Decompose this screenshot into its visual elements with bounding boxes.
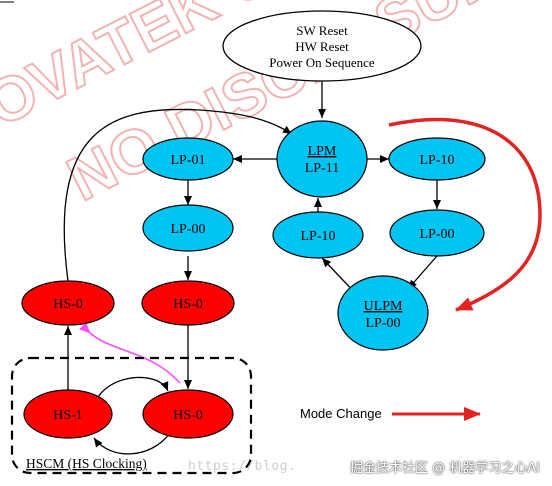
node-reset-line-1: SW Reset	[296, 23, 348, 38]
node-lp10-mid-label: LP-10	[301, 229, 336, 244]
node-lp00-left[interactable]: LP-00	[142, 204, 234, 252]
node-reset-line-2: HW Reset	[295, 39, 349, 54]
magenta-arrow	[79, 322, 181, 384]
node-lpm-line-1: LPM	[308, 144, 337, 159]
node-hs0-left[interactable]: HS-0	[21, 280, 115, 326]
node-lp00-right-label: LP-00	[420, 227, 455, 242]
node-hs0-left-label: HS-0	[53, 297, 83, 312]
node-ulpm-line-1: ULPM	[364, 299, 403, 314]
edge-hs0left-to-lpm	[63, 108, 293, 282]
node-lp00-right[interactable]: LP-00	[389, 209, 485, 257]
edge-hs0box-to-hs1	[93, 432, 171, 455]
node-ulpm[interactable]: ULPM LP-00	[337, 275, 429, 351]
node-lpm-line-2: LP-11	[305, 161, 339, 176]
legend: Mode Change	[300, 406, 481, 421]
node-lp10-right-label: LP-10	[420, 153, 455, 168]
node-reset[interactable]: SW Reset HW Reset Power On Sequence	[222, 10, 422, 82]
node-lp01-label: LP-01	[171, 153, 206, 168]
node-lp10-mid[interactable]: LP-10	[272, 211, 364, 259]
mode-change-curve-arrow	[388, 117, 542, 312]
node-hs0-mid-label: HS-0	[173, 297, 203, 312]
node-hs1-box[interactable]: HS-1	[23, 389, 113, 439]
node-hs1-box-label: HS-1	[53, 408, 83, 423]
node-reset-line-3: Power On Sequence	[269, 55, 375, 70]
node-lpm[interactable]: LPM LP-11	[276, 120, 368, 198]
hscm-box-label: HSCM (HS Clocking)	[26, 456, 147, 471]
node-hs0-box-label: HS-0	[173, 408, 203, 423]
node-hs0-box[interactable]: HS-0	[142, 389, 234, 439]
footer-url: https://blog.	[188, 459, 297, 474]
node-lp00-left-label: LP-00	[171, 222, 206, 237]
edge-lp00right-to-ulpm	[407, 255, 438, 290]
node-ulpm-line-2: LP-00	[366, 316, 401, 331]
footer-credit: 掘金技术社区 @ 机器学习之心AI	[350, 461, 540, 476]
node-hs0-mid[interactable]: HS-0	[141, 280, 235, 326]
legend-label: Mode Change	[300, 406, 382, 421]
node-lp10-right[interactable]: LP-10	[388, 137, 486, 181]
edge-hs1-to-hs0box	[97, 376, 169, 398]
hscm-box	[10, 356, 253, 475]
node-lp01[interactable]: LP-01	[142, 137, 234, 181]
